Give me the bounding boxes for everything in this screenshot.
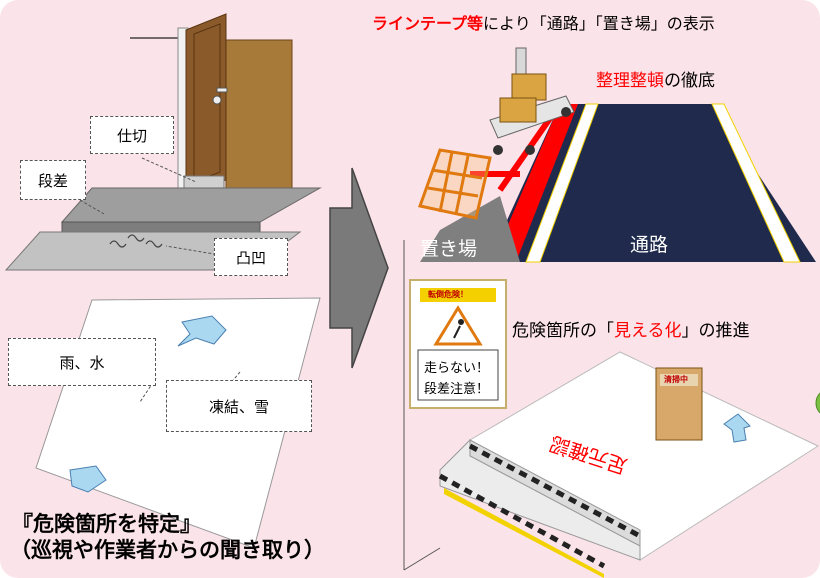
sign-line1: 走らない！ — [424, 361, 490, 376]
visualize-suffix: 」の推進 — [681, 321, 750, 341]
callout-partition-label: 仕切 — [116, 126, 147, 145]
visualize-heading: 危険箇所の「見える化」の推進 — [512, 316, 750, 341]
aisle-floor — [420, 102, 816, 263]
warning-sign — [409, 279, 507, 409]
seiri-heading: 整理整頓の徹底 — [596, 66, 715, 91]
sign-header: 転倒危険！ — [428, 290, 468, 299]
callout-freeze: 凍結、雪 — [166, 380, 312, 432]
hazard-title-line1: 『危険箇所を特定』 — [12, 512, 201, 536]
callout-bump-label: 凸凹 — [235, 248, 266, 267]
standing-sign-header: 清掃中 — [664, 375, 688, 384]
visualize-prefix: 危険箇所の「 — [512, 321, 614, 341]
stairs — [438, 351, 820, 578]
green-badge-icon — [815, 392, 820, 414]
hazard-title-line2: （巡視や作業者からの聞き取り） — [10, 538, 325, 562]
callout-rain-label: 雨、水 — [59, 353, 105, 372]
line-tape-highlight: ラインテープ等 — [372, 14, 484, 33]
callout-step-label: 段差 — [37, 171, 68, 190]
callout-freeze-label: 凍結、雪 — [208, 397, 269, 416]
visualize-highlight: 見える化 — [614, 321, 682, 341]
orange-crate — [418, 148, 492, 220]
sign-line2: 段差注意！ — [424, 382, 490, 397]
label-aisle: 通路 — [630, 234, 669, 256]
door — [177, 13, 293, 193]
callout-bump: 凸凹 — [214, 238, 288, 276]
seiri-highlight: 整理整頓 — [596, 71, 664, 91]
seiri-rest: の徹底 — [664, 71, 715, 91]
arrow-right-icon — [329, 167, 389, 369]
line-tape-heading: ラインテープ等により「通路」「置き場」の表示 — [372, 10, 715, 34]
label-storage: 置き場 — [420, 238, 478, 260]
cart — [489, 47, 575, 155]
line-tape-rest: により「通路」「置き場」の表示 — [483, 14, 715, 33]
callout-partition: 仕切 — [90, 116, 174, 154]
callout-step: 段差 — [20, 160, 86, 200]
callout-rain: 雨、水 — [8, 338, 156, 386]
